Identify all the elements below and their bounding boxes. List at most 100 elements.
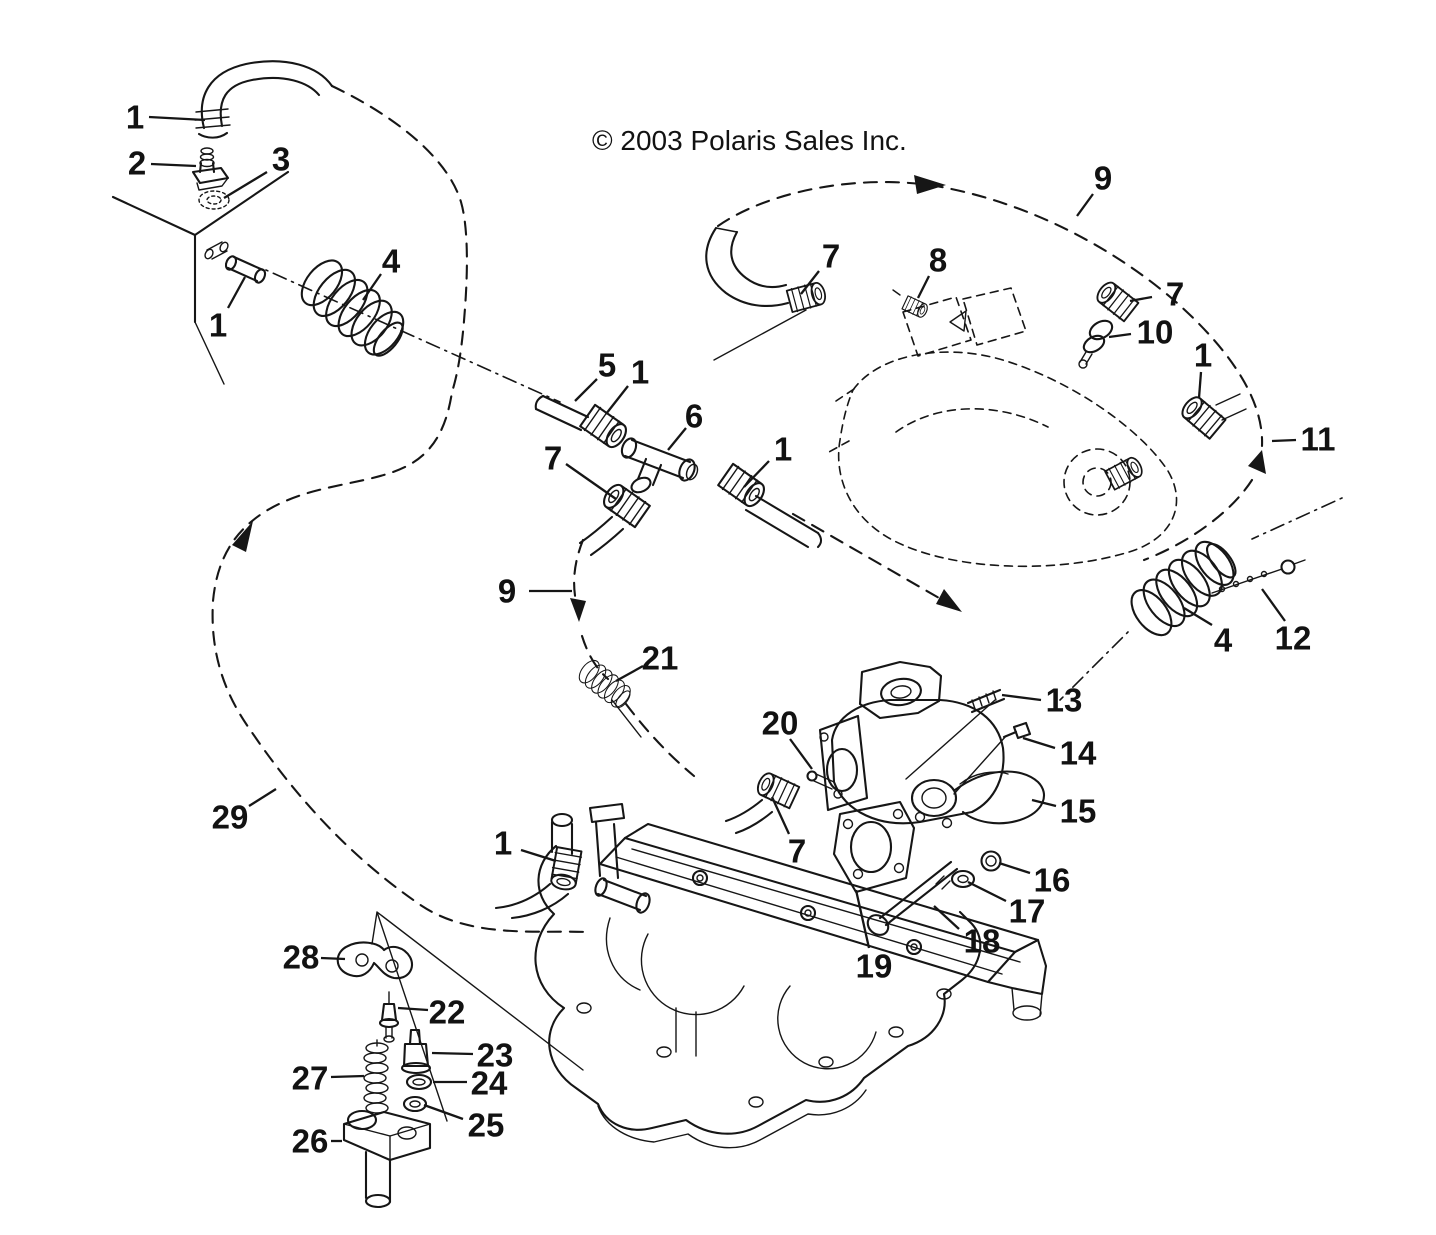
callout-23-number: 23 [477,1037,514,1074]
callout-9-number: 9 [1094,160,1112,197]
callout-9-leader-line [1076,193,1094,217]
fitting-1-tank [224,255,267,284]
callout-1-leader-line [743,460,770,488]
callout-7-number: 7 [1166,276,1184,313]
flow-arrow-9 [570,598,586,622]
callout-29: 29 [212,788,277,836]
gasket-19 [832,800,916,894]
callout-28-number: 28 [283,939,320,976]
callout-25-number: 25 [468,1107,505,1144]
callout-22-number: 22 [429,994,466,1031]
callout-8-number: 8 [929,242,947,279]
callout-17-leader-line [967,880,1007,903]
callout-1-number: 1 [631,354,649,391]
callout-7-leader-line [565,463,617,500]
callout-11-number: 11 [1301,421,1336,458]
callout-15: 15 [1031,793,1096,830]
callout-27-leader-line [330,1074,365,1079]
bolt-18 [866,860,959,936]
block-plug-fitting [594,877,651,914]
callout-1-leader-line [605,385,629,415]
callout-29-leader-line [248,788,277,807]
callout-1-number: 1 [774,431,792,468]
callout-14: 14 [1022,735,1097,772]
callout-19: 19 [854,889,893,985]
callout-9: 9 [498,573,572,610]
assembly-axis [265,269,1343,701]
callout-1-leader-line [1197,371,1203,399]
callout-3-number: 3 [272,141,290,178]
callout-20-number: 20 [762,705,799,742]
callout-17: 17 [967,880,1046,930]
callout-1: 1 [494,825,557,863]
callout-16: 16 [998,861,1070,899]
callout-25: 25 [423,1103,505,1144]
callout-19-leader-line [854,889,871,949]
callout-26-number: 26 [292,1123,329,1160]
callout-5-number: 5 [598,347,616,384]
callout-29-number: 29 [212,799,249,836]
hose-routing-9-center [570,538,696,778]
callout-18-number: 18 [964,923,1001,960]
flow-arrow-11 [1248,450,1266,474]
callout-9: 9 [1076,160,1112,217]
elbow-fitting-7-mid [578,479,652,557]
elbow-fitting-7-head [724,769,801,835]
callout-6-leader-line [667,427,687,451]
callout-12: 12 [1261,588,1311,657]
callout-23: 23 [431,1037,514,1074]
callout-15-leader-line [1031,798,1057,808]
retainer-clip-28 [336,941,414,980]
fitting-1-right [1177,392,1247,441]
washer-17 [950,869,976,889]
callout-1-number: 1 [126,99,144,136]
callout-27: 27 [292,1060,365,1097]
water-tank-corner [111,170,290,385]
callout-16-leader-line [998,861,1031,875]
callout-22: 22 [397,994,466,1031]
callout-4: 4 [362,243,401,301]
cylinder-head-15-group [818,660,1045,829]
callout-22-leader-line [397,1006,429,1012]
fitting-1-block [494,812,584,920]
callout-28: 28 [283,939,346,976]
callout-24: 24 [433,1065,508,1102]
callout-4-number: 4 [382,243,401,280]
callout-7-leader-line [770,796,791,835]
clamp-10 [1078,319,1114,369]
callout-4: 4 [1183,607,1233,659]
washer-24 [405,1073,433,1091]
callout-21-leader-line [615,664,644,683]
callout-1-leader-line [226,276,247,309]
callout-13-leader-line [1001,693,1042,702]
callout-19-number: 19 [856,948,893,985]
callout-14-number: 14 [1060,735,1097,772]
fitting-2 [191,147,230,191]
callout-10-leader-line [1108,332,1132,339]
callout-8-leader-line [916,275,931,299]
hose-routing-9-top-right [716,175,1266,562]
ghost-engine-outline [828,287,1178,568]
callout-12-leader-line [1261,588,1286,622]
fitting-1-mid-right [716,462,823,549]
small-sleeve [204,241,229,260]
spring-27 [363,1039,389,1114]
callout-17-number: 17 [1009,893,1046,930]
hose-7-left [705,226,829,314]
callout-11: 11 [1271,421,1336,458]
callout-18-leader-line [933,905,960,930]
callout-4-leader-line [1183,607,1213,626]
callout-13-number: 13 [1046,682,1083,719]
callout-7: 7 [770,796,806,870]
callout-10: 10 [1108,314,1173,351]
callout-1: 1 [743,431,792,488]
tee-fitting-6 [620,437,699,494]
flow-arrow-top [914,175,946,194]
copyright-text: © 2003 Polaris Sales Inc. [592,125,907,156]
callout-26: 26 [292,1123,342,1160]
fitting-8 [892,289,931,320]
callout-6: 6 [667,398,703,451]
stud-13 [905,688,1006,780]
callout-27-number: 27 [292,1060,329,1097]
